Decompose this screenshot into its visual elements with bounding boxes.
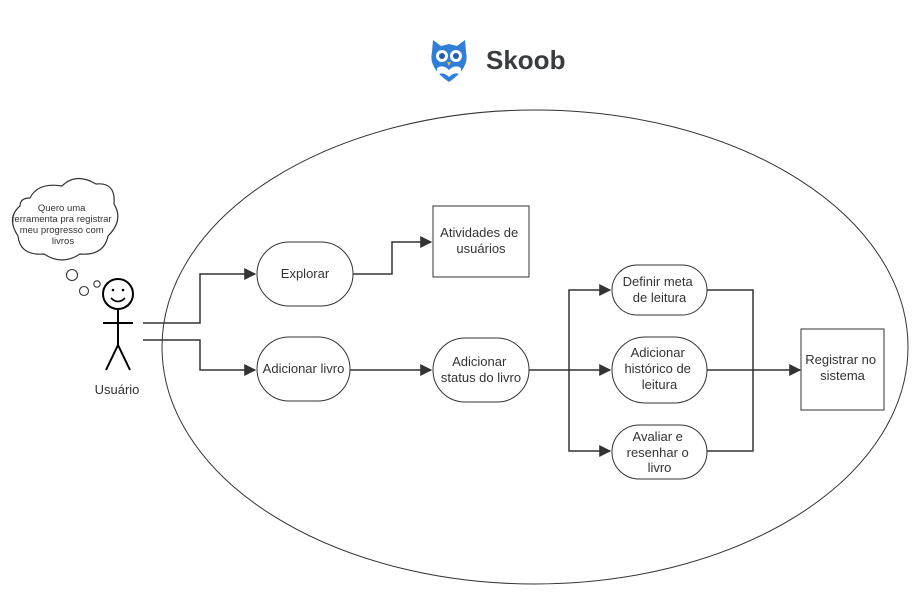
node-label: histórico de	[624, 361, 690, 376]
node-label: Atividades de	[440, 225, 518, 240]
node-label: Adicionar livro	[263, 361, 345, 376]
edge-meta-merge	[707, 289, 754, 370]
owl-logo-icon	[431, 40, 467, 82]
svg-text:Definir meta de leitura: Definir meta de leitura	[623, 274, 697, 305]
node-label: Adicionar	[452, 354, 507, 369]
node-label: status do livro	[441, 370, 521, 385]
edge-split-avaliar	[568, 370, 612, 457]
node-adicionar-status: Adicionar status do livro	[432, 337, 530, 403]
edge-split-meta	[568, 284, 612, 370]
svg-text:Adicionar livro: Adicionar livro	[263, 361, 345, 376]
node-label: Registrar no	[805, 352, 876, 367]
svg-text:Atividades de usuários: Atividades de usuários	[440, 225, 522, 256]
thought-line: ferramenta pra registrar	[12, 214, 112, 225]
node-adicionar-historico: Adicionar histórico de leitura	[611, 336, 708, 404]
svg-text:Explorar: Explorar	[281, 266, 330, 281]
thought-line: meu progresso com	[20, 225, 104, 236]
node-label: sistema	[820, 368, 866, 383]
edge-actor-explorar	[143, 268, 257, 324]
system-boundary	[161, 109, 909, 585]
node-label: Avaliar e	[633, 429, 683, 444]
node-label: Adicionar	[631, 345, 686, 360]
node-adicionar-livro: Adicionar livro	[256, 336, 351, 402]
actor-name: Usuário	[95, 382, 140, 397]
svg-text:Adicionar status do livr: Adicionar status do livro	[441, 354, 521, 385]
node-label: Definir meta	[623, 274, 694, 289]
thought-bubble: Quero uma ferramenta pra registrar meu p…	[12, 177, 119, 297]
node-avaliar-resenhar: Avaliar e resenhar o livro	[611, 424, 708, 480]
node-registrar-sistema: Registrar no sistema	[800, 328, 885, 411]
node-explorar: Explorar	[256, 241, 354, 307]
node-label: de leitura	[633, 290, 687, 305]
edge-actor-adicionar-livro	[143, 339, 257, 376]
svg-text:Adicionar histórico de: Adicionar histórico de leitura	[624, 345, 694, 392]
node-label: usuários	[456, 241, 506, 256]
svg-text:Registrar no sistema: Registrar no sistema	[805, 352, 879, 383]
svg-text:Avaliar e resenhar o: Avaliar e resenhar o livro	[627, 429, 693, 475]
brand-name: Skoob	[486, 45, 565, 75]
node-label: resenhar o	[627, 445, 689, 460]
thought-text: Quero uma ferramenta pra registrar meu p…	[12, 203, 114, 247]
thought-line: Quero uma	[38, 203, 86, 214]
actor-stick-figure	[102, 278, 134, 371]
node-label: Explorar	[281, 266, 330, 281]
node-label: livro	[648, 460, 672, 475]
node-atividades-usuarios: Atividades de usuários	[432, 205, 530, 278]
edge-avaliar-merge	[707, 370, 754, 452]
connectors	[143, 236, 802, 457]
thought-line: livros	[52, 236, 74, 247]
node-definir-meta: Definir meta de leitura	[611, 264, 708, 316]
edge-explorar-atividades	[353, 236, 433, 275]
node-label: leitura	[642, 377, 678, 392]
